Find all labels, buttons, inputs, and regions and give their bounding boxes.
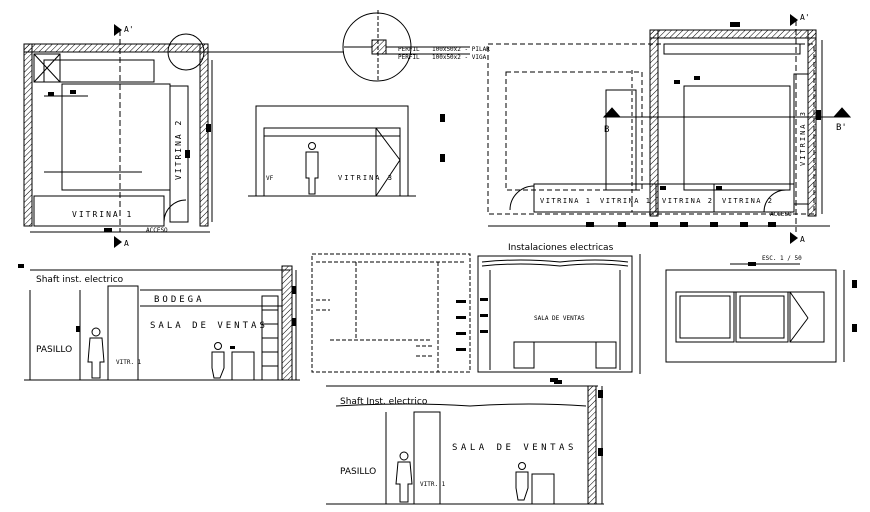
detail-callout [342, 10, 470, 82]
label-pasillo-bottom: PASILLO [340, 467, 376, 477]
svg-text:A: A [124, 239, 129, 248]
label-vitrina-1: VITRINA 1 [72, 210, 133, 219]
label-vitrina-1a-right: VITRINA 1 [540, 197, 591, 205]
plan-left-dim-marks [48, 90, 211, 232]
callout-perfil-2-spec: 100x50x2 - VIGA [432, 54, 487, 61]
elevation-facade [665, 263, 845, 363]
plan-right [487, 20, 834, 232]
elevation-electric [477, 254, 641, 374]
label-vitr-1-bottom: VITR. 1 [420, 481, 446, 488]
svg-text:A': A' [800, 13, 810, 22]
label-vitrina-1c-right: VITRINA 2 [662, 197, 713, 205]
label-acceso-right: ACCESO [770, 211, 792, 218]
svg-text:B: B [604, 125, 609, 135]
label-vitr-1-left: VITR. 1 [116, 359, 142, 366]
person-figure-bottom-b [515, 462, 529, 501]
label-sala-ventas-left: SALA DE VENTAS [150, 321, 268, 331]
section-marker-b-right: B' [832, 107, 852, 133]
section-marker-a-bottom-left: A [114, 236, 129, 248]
svg-text:B': B' [836, 123, 847, 133]
person-figure-left-a [87, 327, 105, 379]
label-sala-ventas-electric: SALA DE VENTAS [534, 315, 585, 322]
section-bottom-dim-marks [554, 380, 603, 456]
label-acceso-left: ACCESO [146, 227, 168, 234]
plan-left [23, 30, 344, 233]
label-bodega: BODEGA [154, 295, 205, 305]
label-shaft-bottom: Shaft Inst. electrico [340, 397, 428, 407]
elevation-vitrina-3-dim-marks [440, 114, 445, 162]
section-marker-a-bottom-right: A [790, 232, 805, 244]
callout-perfil-1-spec: 100x50x2 - PILAR [432, 46, 490, 53]
person-figure-bottom-a [395, 451, 413, 503]
label-vitrina-2-right: VITRINA 2 [722, 197, 773, 205]
svg-text:A: A [800, 235, 805, 244]
label-vitrina-2: VITRINA 2 [174, 119, 183, 180]
elevation-facade-dim-marks [748, 262, 857, 332]
person-figure-small [305, 142, 319, 195]
section-marker-a-top-right: A' [790, 13, 810, 26]
elevation-electric-shelves [480, 298, 558, 382]
callout-perfil-2: PERFIL [398, 54, 420, 61]
label-scale: ESC. 1 / 50 [762, 255, 802, 262]
section-left-dim-marks [18, 264, 296, 349]
plan-right-dim-marks [586, 22, 821, 227]
label-vf: VF [266, 175, 274, 182]
elevation-middle-shelves [456, 300, 466, 351]
label-pasillo-left: PASILLO [36, 345, 72, 355]
section-marker-a-top-left: A' [114, 24, 134, 36]
label-vitrina-3-right: VITRINA 3 [799, 110, 807, 166]
section-marker-b-left: B [602, 107, 622, 135]
person-figure-left-b [211, 342, 225, 379]
elevation-vitrina-3 [248, 105, 416, 197]
label-shaft-left: Shaft inst. electrico [36, 275, 124, 285]
callout-perfil-1: PERFIL [398, 46, 420, 53]
label-sala-ventas-bottom: SALA DE VENTAS [452, 443, 577, 453]
label-vitrina-3-elev: VITRINA 3 [338, 174, 394, 182]
section-bottom [326, 385, 604, 505]
label-instalaciones-electricas: Instalaciones electricas [508, 243, 614, 253]
elevation-middle [311, 253, 471, 373]
label-vitrina-1b-right: VITRINA 1 [600, 197, 651, 205]
svg-text:A': A' [124, 25, 134, 34]
